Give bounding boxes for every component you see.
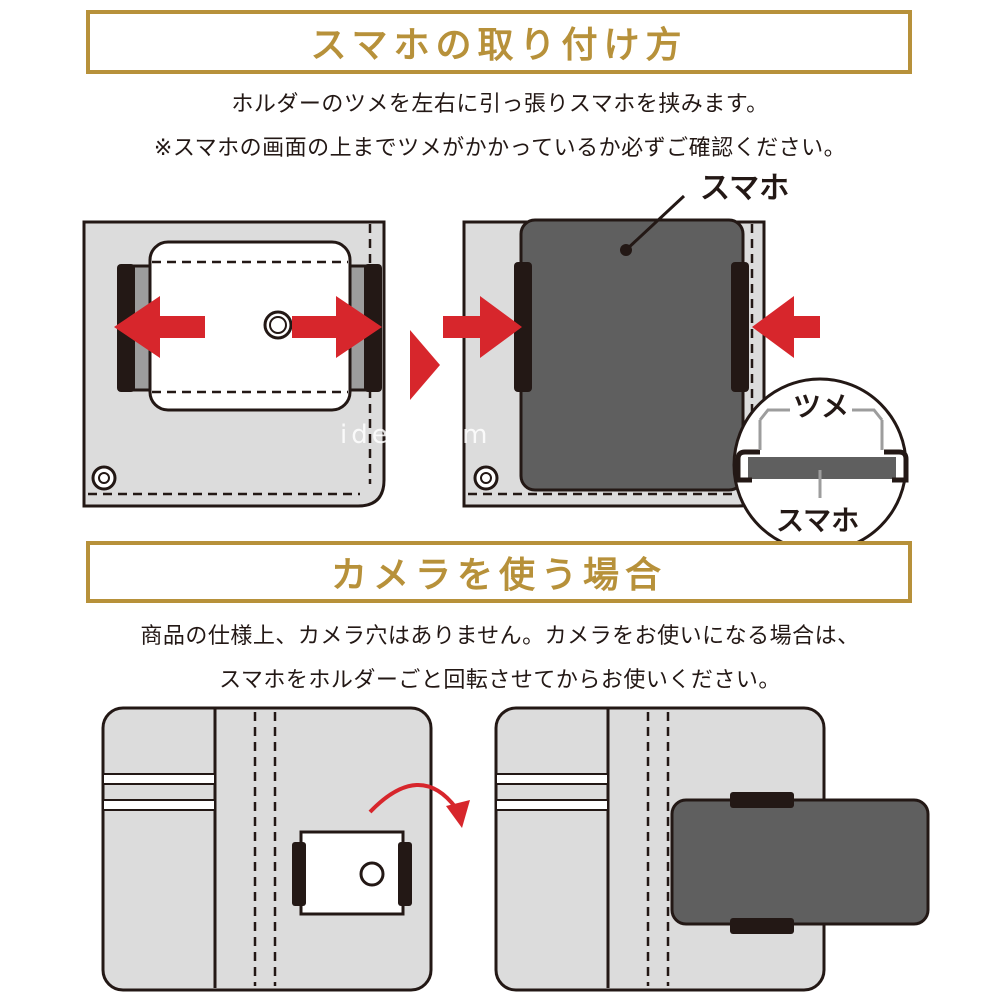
step-next-icon [410,330,440,400]
smartphone [519,218,745,492]
attached-panel: スマホ [443,171,820,508]
smartphone-zoom-label: スマホ [776,504,859,537]
section2-heading-box: カメラを使う場合 [86,541,912,603]
snap-button-icon [91,465,117,491]
section2-instruction-line1: 商品の仕様上、カメラ穴はありません。カメラをお使いになる場合は、 [140,624,860,649]
section1-heading-box: スマホの取り付け方 [86,10,912,74]
section1-title: スマホの取り付け方 [310,25,688,66]
smartphone-label: スマホ [700,171,789,206]
holder-panel [82,220,386,508]
ring-hole-icon [263,310,293,340]
watermark: idea.com [340,420,492,450]
rotated-smartphone [670,798,930,926]
arrow-right-icon [292,296,382,358]
zoom-callout: ツメ スマホ [732,377,909,550]
section2-instruction-line2: スマホをホルダーごと回転させてからお使いください。 [219,668,781,693]
section1-instruction-line1: ホルダーのツメを左右に引っ張りスマホを挟みます。 [231,92,769,117]
section2-title: カメラを使う場合 [330,555,667,596]
mounting-diagram: スマホ ツメ スマホ [82,171,909,550]
rotate-arrow-icon [368,783,458,814]
arrow-left-icon [114,296,205,358]
claw-label: ツメ [793,390,849,423]
section1-instruction-line2: ※スマホの画面の上までツメがかかっているか必ずご確認ください。 [153,136,847,161]
camera-rotation-diagram [101,706,930,992]
case-rotated-holder [494,706,930,992]
case-vertical-holder [101,706,433,992]
